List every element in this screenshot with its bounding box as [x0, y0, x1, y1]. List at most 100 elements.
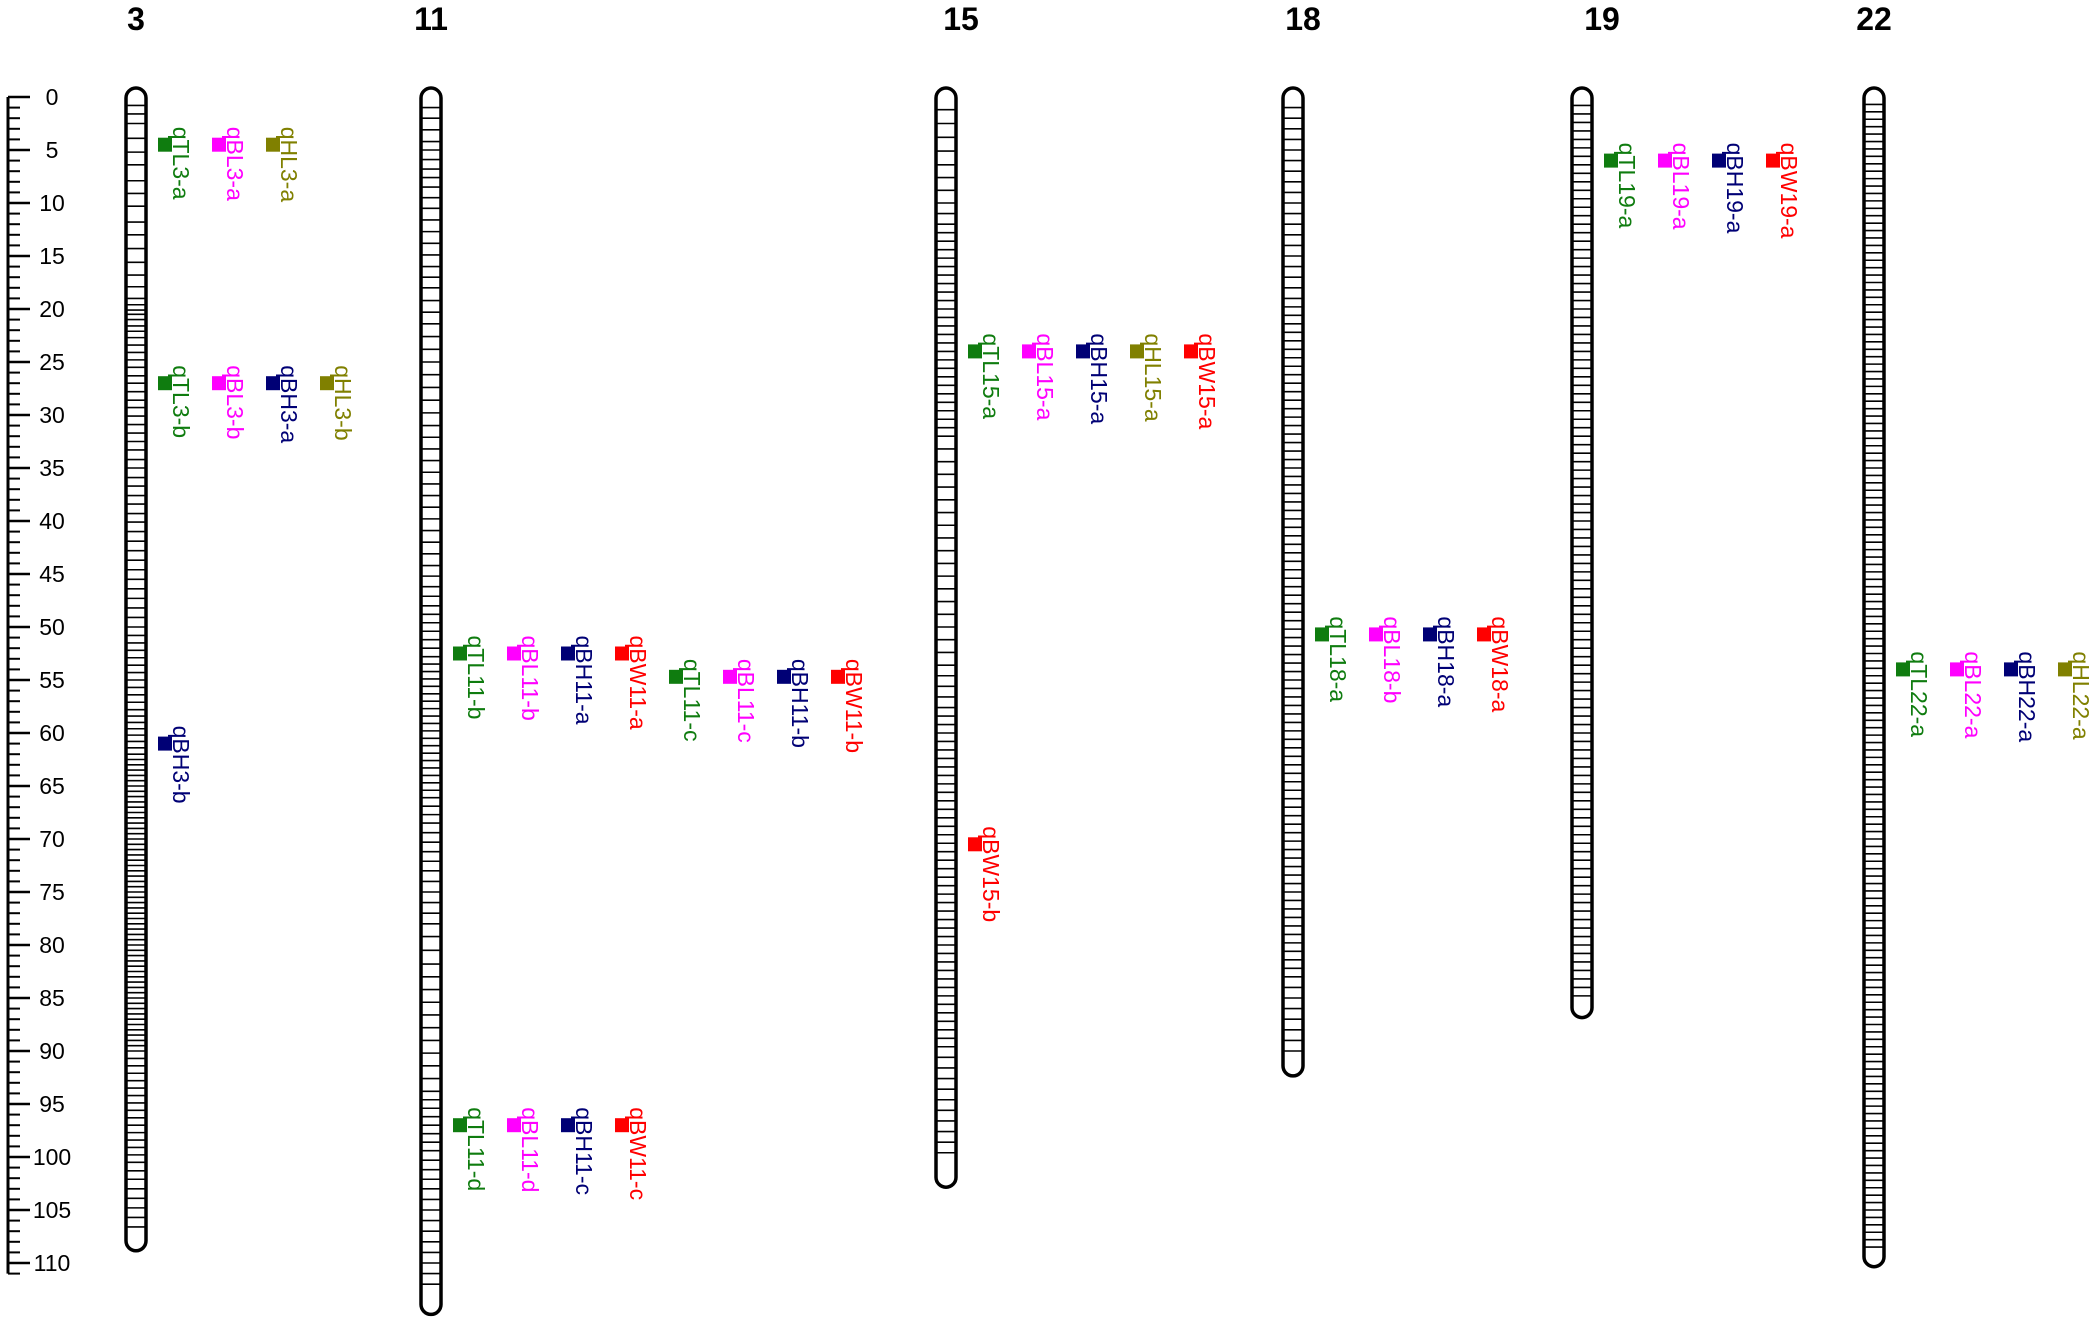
qtl-label: qBL15-a	[1032, 333, 1058, 420]
chromosome-bar	[1281, 86, 1305, 1078]
qtl-label: qBW11-b	[841, 659, 867, 753]
qtl-qTL11-b: qTL11-b	[453, 636, 489, 719]
qtl-qBH15-a: qBH15-a	[1076, 333, 1112, 424]
qtl-marker	[968, 344, 982, 359]
axis-tick-label: 15	[39, 243, 65, 269]
axis-tick-label: 35	[39, 455, 65, 481]
qtl-marker	[1477, 627, 1491, 642]
qtl-qBH11-a: qBH11-a	[561, 636, 597, 725]
axis-tick-label: 5	[46, 137, 59, 163]
qtl-label: qHL22-a	[2068, 651, 2094, 739]
qtl-marker	[2058, 662, 2072, 677]
qtl-qBL15-a: qBL15-a	[1022, 333, 1058, 421]
qtl-marker	[1712, 153, 1726, 168]
qtl-label: qBH11-b	[787, 659, 813, 748]
qtl-label: qBH15-a	[1086, 333, 1112, 424]
qtl-qBW18-a: qBW18-a	[1477, 616, 1513, 713]
qtl-label: qBH18-a	[1433, 616, 1459, 707]
qtl-label: qBL11-c	[733, 659, 759, 743]
qtl-qBL22-a: qBL22-a	[1950, 651, 1986, 739]
qtl-marker	[615, 1118, 629, 1133]
qtl-label: qTL18-a	[1325, 616, 1351, 702]
qtl-label: qHL3-a	[276, 127, 302, 203]
qtl-qBH11-b: qBH11-b	[777, 659, 813, 748]
chromosome-bar	[1570, 86, 1594, 1020]
qtl-marker	[1604, 153, 1618, 168]
qtl-marker	[453, 646, 467, 661]
qtl-qBL11-d: qBL11-d	[507, 1107, 543, 1192]
axis-tick-label: 105	[33, 1197, 71, 1223]
chromosome-title: 3	[127, 1, 145, 37]
qtl-label: qTL11-c	[679, 659, 705, 742]
axis-tick-label: 60	[39, 720, 65, 746]
qtl-qTL11-d: qTL11-d	[453, 1107, 489, 1191]
qtl-marker	[266, 137, 280, 152]
qtl-qBH18-a: qBH18-a	[1423, 616, 1459, 707]
qtl-qHL3-b: qHL3-b	[320, 365, 356, 441]
qtl-marker	[212, 376, 226, 391]
qtl-qTL22-a: qTL22-a	[1896, 651, 1932, 737]
qtl-label: qBL22-a	[1960, 651, 1986, 738]
axis-tick-label: 110	[34, 1250, 71, 1276]
qtl-qBW19-a: qBW19-a	[1766, 143, 1802, 239]
chromosome-18: 18 qTL18-a qBL18-b qBH18-a qBW18-a	[1281, 1, 1513, 1078]
chromosome-title: 18	[1285, 1, 1321, 37]
qtl-marker	[507, 1118, 521, 1133]
chromosome-title: 19	[1584, 1, 1620, 37]
qtl-qBL11-c: qBL11-c	[723, 659, 759, 743]
qtl-marker	[1423, 627, 1437, 642]
qtl-label: qBH19-a	[1722, 143, 1748, 234]
axis-tick-label: 95	[39, 1091, 65, 1117]
qtl-marker	[831, 669, 845, 684]
qtl-marker	[1896, 662, 1910, 677]
qtl-marker	[968, 837, 982, 852]
qtl-label: qBL11-b	[517, 636, 543, 721]
qtl-label: qBH11-c	[571, 1107, 597, 1195]
qtl-label: qBL18-b	[1379, 616, 1405, 703]
qtl-marker	[1130, 344, 1144, 359]
qtl-qTL19-a: qTL19-a	[1604, 143, 1640, 228]
qtl-qHL15-a: qHL15-a	[1130, 333, 1166, 422]
qtl-marker	[158, 736, 172, 751]
cm-scale-axis: 0510152025303540455055606570758085909510…	[6, 84, 71, 1276]
qtl-qTL11-c: qTL11-c	[669, 659, 705, 742]
axis-tick-label: 70	[39, 826, 65, 852]
qtl-marker	[561, 1118, 575, 1133]
axis-tick-label: 80	[39, 932, 65, 958]
axis-tick-label: 30	[39, 402, 65, 428]
axis-tick-label: 10	[39, 190, 65, 216]
qtl-marker	[723, 669, 737, 684]
chromosome-19: 19 qTL19-a qBL19-a qBH19-a qBW19-a	[1570, 1, 1802, 1020]
axis-tick-label: 85	[39, 985, 65, 1011]
qtl-marker	[777, 669, 791, 684]
qtl-label: qBW18-a	[1487, 616, 1513, 712]
qtl-qBH3-a: qBH3-a	[266, 365, 302, 443]
qtl-qBL3-b: qBL3-b	[212, 365, 248, 439]
chromosome-title: 22	[1856, 1, 1892, 37]
qtl-qBW15-b: qBW15-b	[968, 826, 1004, 922]
qtl-qBH11-c: qBH11-c	[561, 1107, 597, 1195]
qtl-qBL11-b: qBL11-b	[507, 636, 543, 721]
qtl-qTL15-a: qTL15-a	[968, 333, 1004, 419]
axis-tick-label: 25	[39, 349, 65, 375]
qtl-marker	[266, 376, 280, 391]
qtl-label: qBL19-a	[1668, 143, 1694, 230]
qtl-qHL22-a: qHL22-a	[2058, 651, 2094, 740]
qtl-label: qTL11-d	[463, 1107, 489, 1191]
qtl-label: qBL11-d	[517, 1107, 543, 1192]
qtl-marker	[1315, 627, 1329, 642]
qtl-marker	[507, 646, 521, 661]
qtl-label: qTL22-a	[1906, 651, 1932, 737]
qtl-marker	[1184, 344, 1198, 359]
qtl-label: qBW11-c	[625, 1107, 651, 1200]
qtl-label: qTL3-a	[168, 127, 194, 200]
qtl-marker	[1369, 627, 1383, 642]
qtl-qTL3-b: qTL3-b	[158, 365, 194, 438]
qtl-marker	[1950, 662, 1964, 677]
qtl-qBH19-a: qBH19-a	[1712, 143, 1748, 234]
